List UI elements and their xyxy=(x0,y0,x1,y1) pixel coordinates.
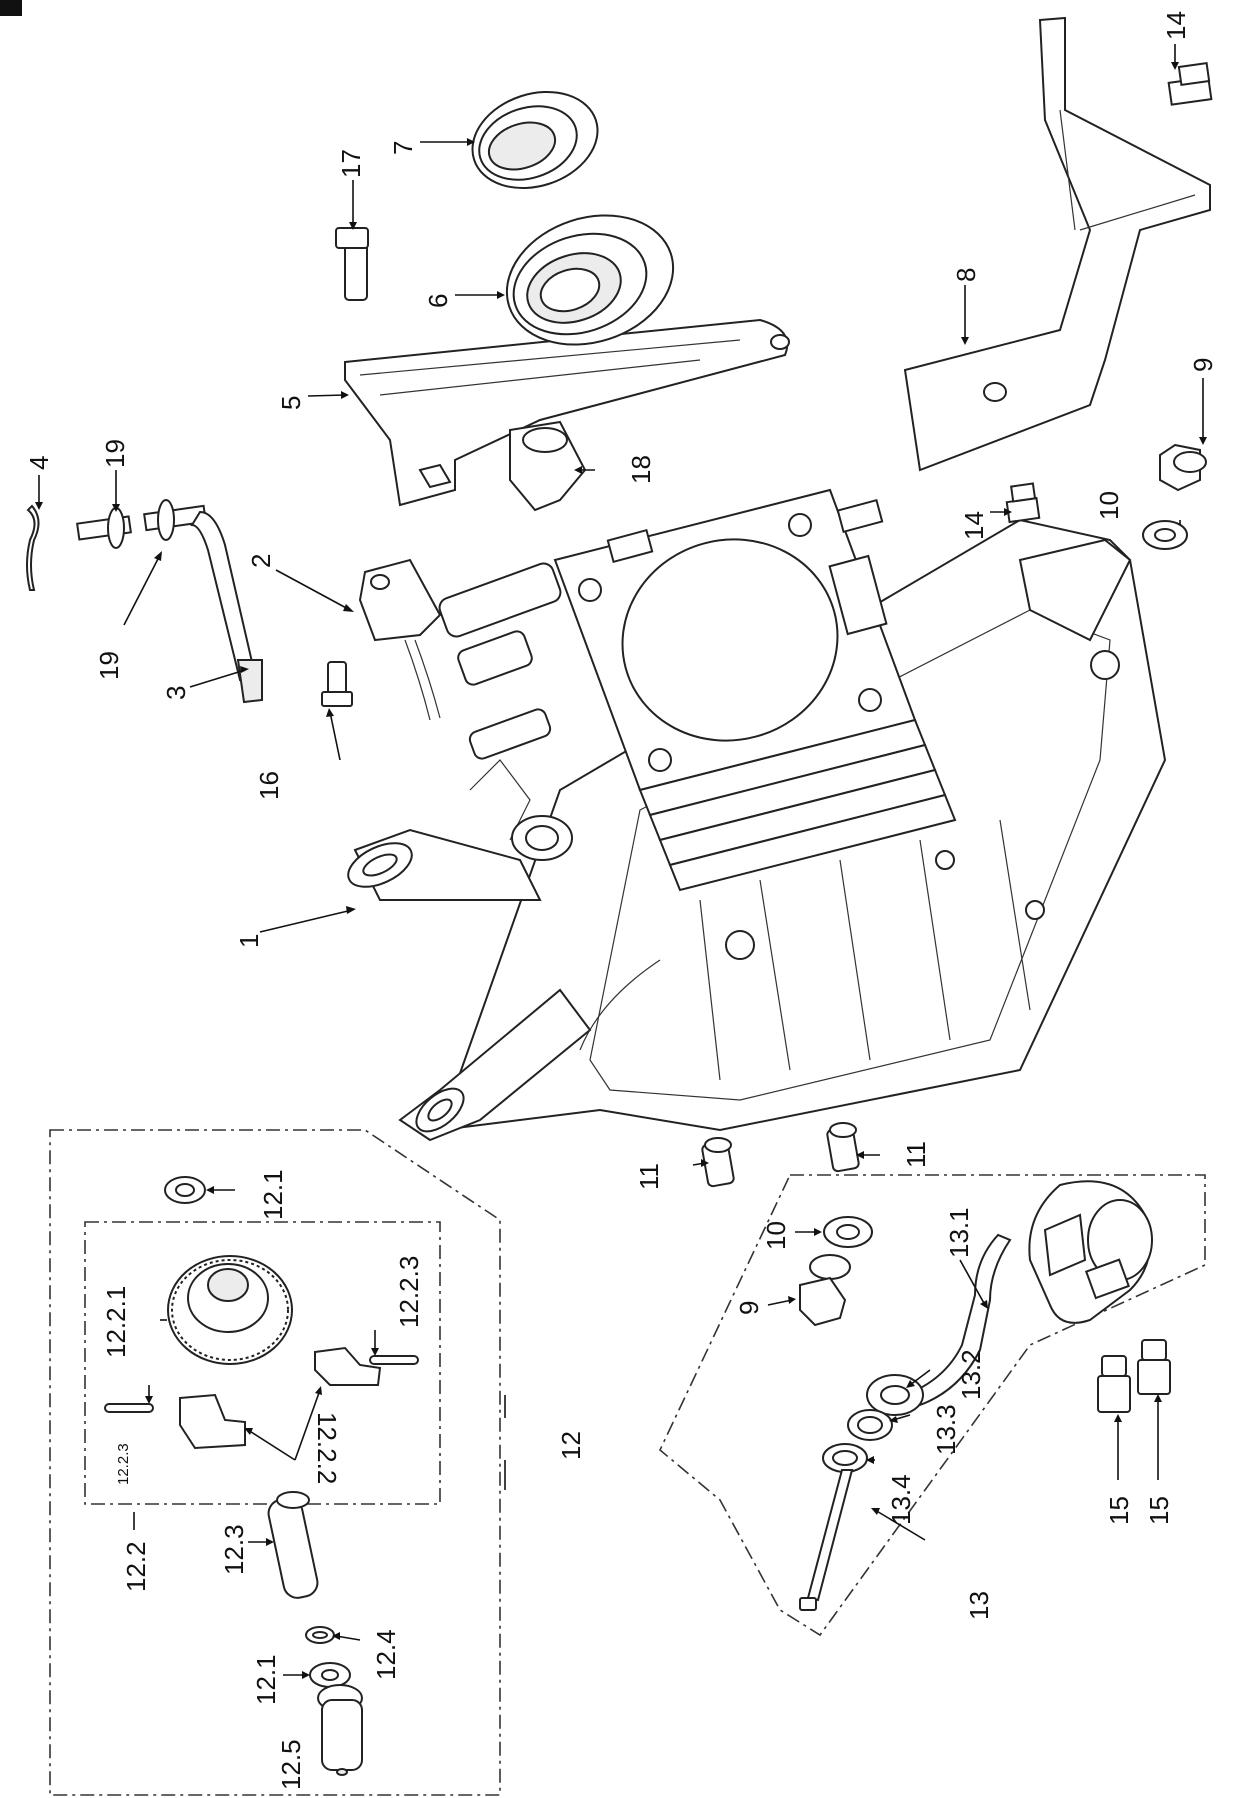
washer-part-10-upper xyxy=(1142,520,1188,550)
dowel-part-11-left xyxy=(701,1137,735,1188)
gear-part-12-2-1 xyxy=(167,1255,293,1365)
label-15-right: 15 xyxy=(1144,1496,1174,1525)
group-12-boundary xyxy=(49,1129,501,1796)
bolt-part-17 xyxy=(335,227,369,301)
corner-tab xyxy=(0,0,22,16)
label-12-2-3-right: 12.2.3 xyxy=(394,1256,424,1328)
guide-plate-part-5 xyxy=(344,318,790,507)
sensor-part-13-1 xyxy=(902,1180,1153,1407)
label-13-4: 13.4 xyxy=(886,1474,916,1525)
governor-lever-part-3 xyxy=(76,499,263,704)
plug-part-9-upper xyxy=(1159,443,1207,492)
label-12: 12 xyxy=(556,1431,586,1460)
bolt-part-16 xyxy=(321,661,353,707)
label-10-upper: 10 xyxy=(1094,491,1124,520)
label-12-2: 12.2 xyxy=(121,1541,151,1592)
washer-part-12-1-bottom xyxy=(309,1662,351,1688)
group-12-2-boundary xyxy=(84,1221,441,1505)
clip-part-4 xyxy=(26,504,40,591)
label-12-2-3-left: 12.2.3 xyxy=(115,1443,132,1485)
label-1: 1 xyxy=(234,934,264,948)
label-8: 8 xyxy=(951,268,981,282)
bolt-part-15-right xyxy=(1137,1339,1171,1395)
bearing-part-6 xyxy=(505,214,675,346)
label-12-1-bottom: 12.1 xyxy=(251,1654,281,1705)
rod-part-13 xyxy=(799,1469,854,1611)
pin-part-12-2-3-left xyxy=(104,1403,154,1413)
washer-part-12-1-top xyxy=(164,1176,206,1204)
label-15-left: 15 xyxy=(1104,1496,1134,1525)
label-14-top: 14 xyxy=(1161,11,1191,40)
label-12-3: 12.3 xyxy=(219,1524,249,1575)
label-5: 5 xyxy=(276,396,306,410)
label-4: 4 xyxy=(24,456,54,470)
label-11-right: 11 xyxy=(901,1141,931,1168)
weight-part-12-2-2-left xyxy=(179,1393,246,1450)
label-13-3: 13.3 xyxy=(931,1404,961,1455)
part-labels: 1 2 3 4 5 6 7 8 9 10 14 14 16 17 18 19 1… xyxy=(24,11,1218,1790)
label-16: 16 xyxy=(254,771,284,800)
ring-part-12-4 xyxy=(305,1626,335,1644)
sleeve-part-12-5 xyxy=(317,1684,363,1776)
washer-part-13-3 xyxy=(847,1409,893,1441)
washer-part-10-lower xyxy=(823,1216,873,1248)
ignition-module-part-2 xyxy=(358,558,442,721)
dowel-part-11-right xyxy=(826,1122,860,1173)
label-12-2-1: 12.2.1 xyxy=(101,1286,131,1358)
label-12-4: 12.4 xyxy=(371,1629,401,1680)
label-6: 6 xyxy=(423,294,453,308)
label-7: 7 xyxy=(388,141,418,155)
label-12-1-top: 12.1 xyxy=(258,1169,288,1220)
label-9-upper: 9 xyxy=(1188,358,1218,372)
bolt-part-14-top xyxy=(1167,62,1213,106)
bracket-part-8 xyxy=(903,16,1211,472)
plug-part-9-lower xyxy=(799,1254,851,1327)
oil-seal-part-7 xyxy=(471,90,599,190)
label-12-5: 12.5 xyxy=(276,1739,306,1790)
label-13-1: 13.1 xyxy=(944,1207,974,1258)
cylinder-block xyxy=(438,488,957,892)
label-19-top: 19 xyxy=(100,439,130,468)
shaft-part-12-3 xyxy=(267,1491,319,1599)
label-3: 3 xyxy=(161,686,191,700)
group-13-boundary xyxy=(659,1174,1206,1637)
label-12-2-2: 12.2.2 xyxy=(312,1412,342,1484)
label-2: 2 xyxy=(246,554,276,568)
bolt-part-15-left xyxy=(1097,1355,1131,1413)
grommet-part-13-4 xyxy=(822,1443,868,1473)
label-10-lower: 10 xyxy=(761,1221,791,1250)
label-18: 18 xyxy=(626,455,656,484)
label-19-bottom: 19 xyxy=(94,651,124,680)
label-13-2: 13.2 xyxy=(956,1349,986,1400)
label-11-left: 11 xyxy=(634,1163,664,1190)
label-14-mid: 14 xyxy=(959,511,989,540)
clamp-part-18 xyxy=(509,420,587,512)
leader-lines xyxy=(35,44,1207,1679)
weight-part-12-2-2-right xyxy=(314,1346,382,1386)
label-17: 17 xyxy=(336,149,366,178)
pin-part-12-2-3-right xyxy=(369,1355,419,1365)
label-13: 13 xyxy=(964,1591,994,1620)
label-9-lower: 9 xyxy=(734,1301,764,1315)
bolt-part-14-mid xyxy=(1005,482,1041,524)
